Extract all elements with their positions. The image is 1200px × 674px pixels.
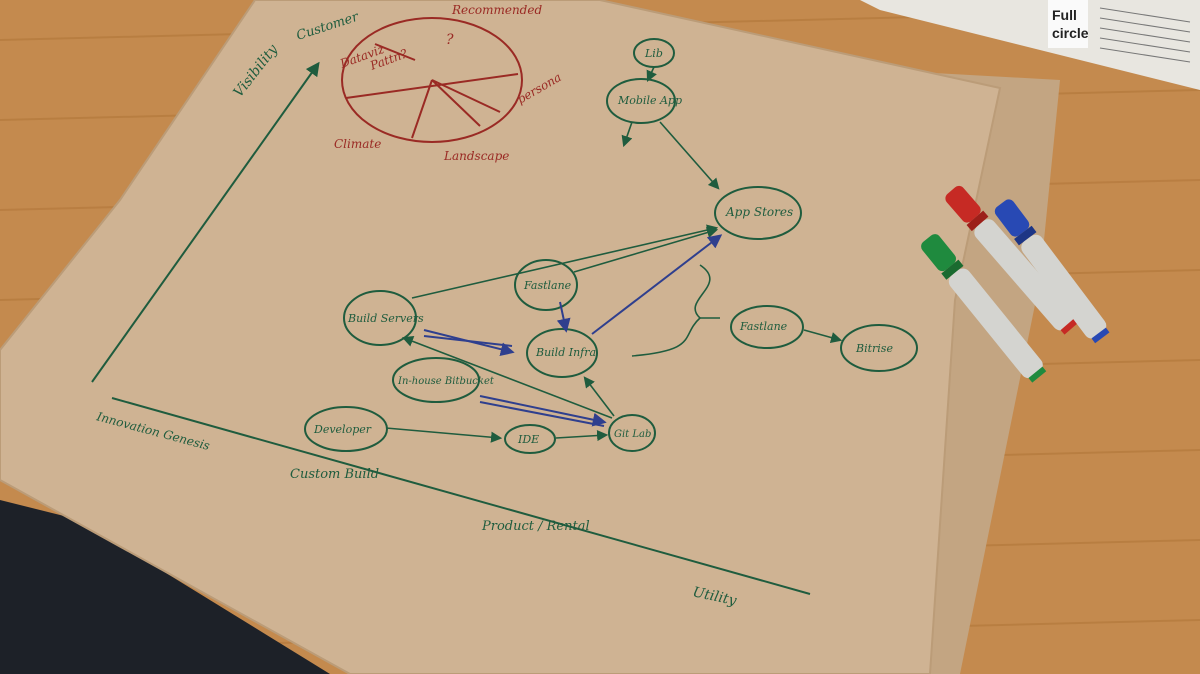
node-git-lab: Git Lab [614, 429, 651, 440]
stage-custom-label: Custom Build [290, 467, 379, 482]
pie-sketch [341, 17, 523, 143]
pie-label-climate: Climate [334, 137, 381, 151]
node-fastlane-2: Fastlane [739, 320, 788, 333]
blue-marker [994, 199, 1110, 344]
node-mobile-app: Mobile App [617, 94, 682, 107]
pie-label-landscape: Landscape [443, 149, 509, 163]
node-bitrise: Bitrise [855, 342, 893, 355]
stage-product-label: Product / Rental [481, 519, 590, 534]
pie-label-question: ? [446, 32, 454, 48]
newspaper: Full circle [860, 0, 1200, 90]
newspaper-headline-1: Full [1052, 7, 1077, 23]
brown-paper-sheet [0, 0, 1002, 674]
node-build-infra: Build Infra [535, 346, 596, 359]
green-links [385, 66, 843, 443]
node-in-house: In-house Bitbucket [397, 376, 495, 387]
node-developer: Developer [313, 423, 372, 436]
green-marker [921, 234, 1047, 383]
node-fastlane-1: Fastlane [523, 279, 572, 292]
floor-shadow [0, 500, 330, 674]
red-marker [945, 185, 1079, 335]
node-ide: IDE [517, 433, 539, 446]
node-app-stores: App Stores [725, 205, 793, 219]
node-build-servers: Build Servers [347, 312, 424, 325]
node-lib: Lib [644, 47, 663, 60]
blue-links [423, 234, 723, 427]
newspaper-headline-2: circle [1052, 25, 1089, 41]
map-axes [91, 61, 811, 595]
pie-label-recommended: Recommended [451, 3, 542, 17]
